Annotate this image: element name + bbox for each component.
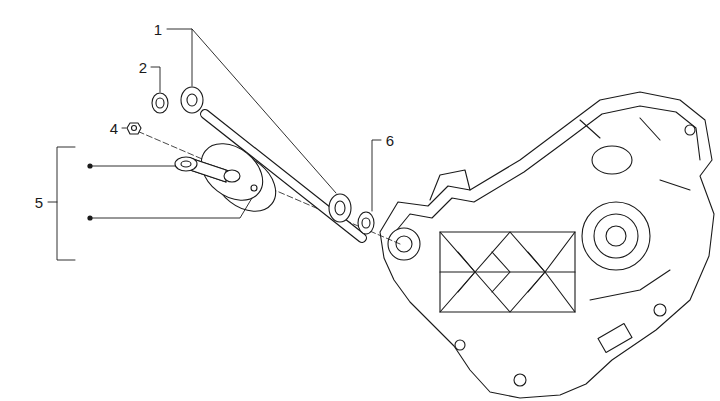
seal-right (358, 212, 374, 234)
callout-number: 4 (110, 121, 118, 136)
center-line (130, 128, 400, 244)
callout-number: 2 (139, 60, 147, 75)
leader-dot (87, 163, 92, 168)
leader-dot (87, 215, 92, 220)
leader-lines (48, 29, 381, 260)
callout-number: 1 (154, 22, 162, 37)
callout-number: 5 (35, 195, 43, 210)
nut (127, 123, 141, 134)
crankshaft (175, 114, 362, 238)
seal-left (152, 93, 168, 113)
callout-number: 6 (386, 133, 394, 148)
bearing-left (181, 87, 203, 113)
bearing-right (329, 194, 351, 222)
crankcase (380, 92, 714, 398)
